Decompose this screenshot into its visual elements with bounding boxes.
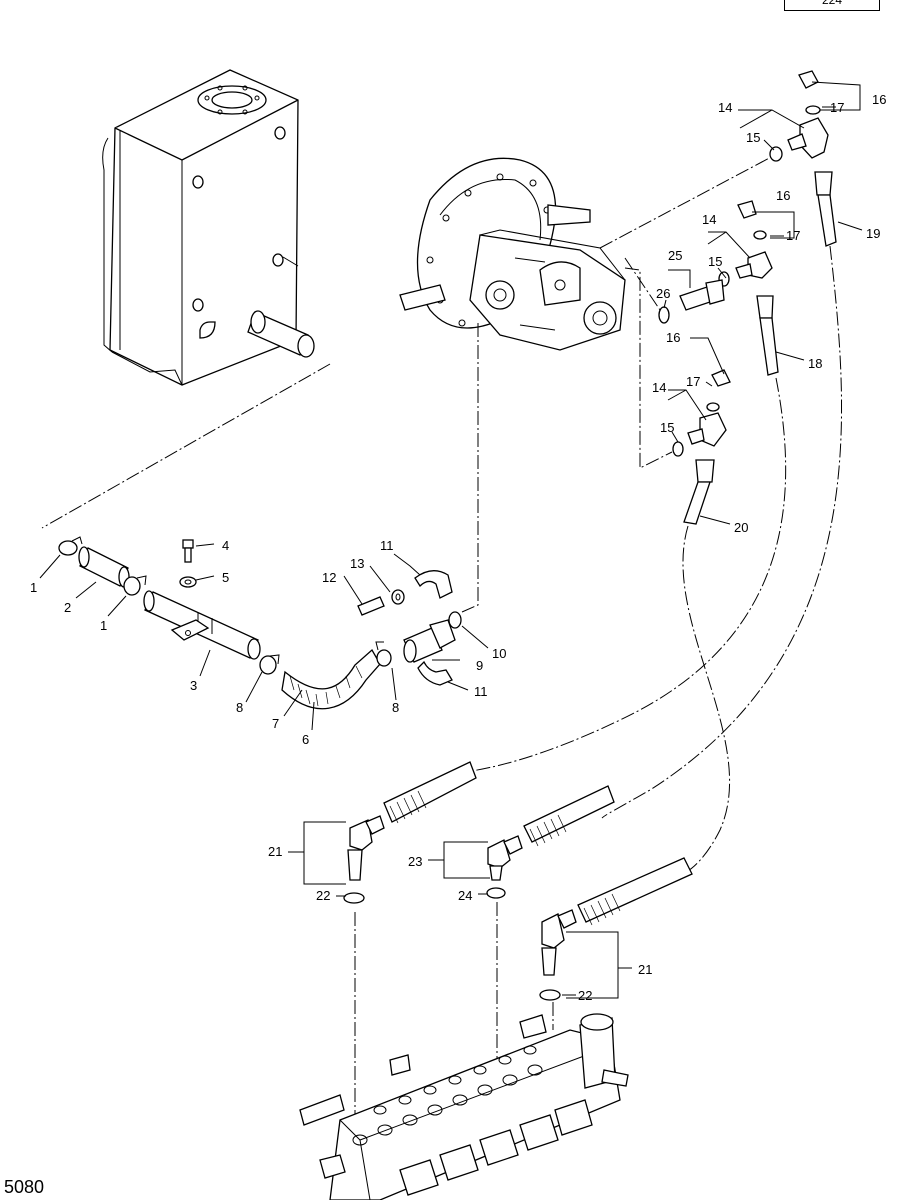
drawing-number: 5080 bbox=[4, 1177, 45, 1197]
label-part-21a: 21 bbox=[268, 844, 282, 859]
label-part-22a: 22 bbox=[316, 888, 330, 903]
suction-line-parts bbox=[58, 536, 462, 710]
label-part-7: 7 bbox=[272, 716, 279, 731]
label-part-21b: 21 bbox=[638, 962, 652, 977]
valve-hose-fittings bbox=[343, 761, 693, 1001]
control-valve bbox=[299, 1013, 629, 1200]
label-part-16a: 16 bbox=[872, 92, 886, 107]
label-part-12: 12 bbox=[322, 570, 336, 585]
page-reference-box: 224 bbox=[784, 0, 880, 11]
hydraulic-tank bbox=[102, 69, 315, 386]
label-part-20: 20 bbox=[734, 520, 748, 535]
label-part-22b: 22 bbox=[578, 988, 592, 1003]
label-part-14c: 14 bbox=[652, 380, 666, 395]
connection-lines bbox=[41, 154, 842, 1140]
label-part-17a: 17 bbox=[830, 100, 844, 115]
label-part-15c: 15 bbox=[660, 420, 674, 435]
label-part-18: 18 bbox=[808, 356, 822, 371]
label-part-8a: 8 bbox=[236, 700, 243, 715]
label-part-16b: 16 bbox=[776, 188, 790, 203]
label-part-14a: 14 bbox=[718, 100, 732, 115]
label-part-1a: 1 bbox=[30, 580, 37, 595]
label-part-17b: 17 bbox=[786, 228, 800, 243]
label-part-15a: 15 bbox=[746, 130, 760, 145]
label-part-10: 10 bbox=[492, 646, 506, 661]
label-part-4: 4 bbox=[222, 538, 229, 553]
label-part-23: 23 bbox=[408, 854, 422, 869]
label-part-13: 13 bbox=[350, 556, 364, 571]
label-part-2: 2 bbox=[64, 600, 71, 615]
label-part-25: 25 bbox=[668, 248, 682, 263]
label-part-8b: 8 bbox=[392, 700, 399, 715]
label-part-1b: 1 bbox=[100, 618, 107, 633]
label-part-9: 9 bbox=[476, 658, 483, 673]
label-part-26: 26 bbox=[656, 286, 670, 301]
hydraulic-pump bbox=[399, 157, 626, 351]
label-part-6: 6 bbox=[302, 732, 309, 747]
pump-fittings bbox=[658, 70, 837, 525]
label-part-24: 24 bbox=[458, 888, 472, 903]
label-part-5: 5 bbox=[222, 570, 229, 585]
leader-lines bbox=[39, 81, 863, 999]
label-part-16c: 16 bbox=[666, 330, 680, 345]
part-number-labels: 1 2 1 3 4 5 6 7 8 8 9 10 11 11 12 13 14 … bbox=[30, 92, 886, 1003]
label-part-11b: 11 bbox=[474, 684, 488, 699]
label-part-11a: 11 bbox=[380, 538, 394, 553]
label-part-15b: 15 bbox=[708, 254, 722, 269]
label-part-3: 3 bbox=[190, 678, 197, 693]
label-part-17c: 17 bbox=[686, 374, 700, 389]
label-part-14b: 14 bbox=[702, 212, 716, 227]
label-part-19: 19 bbox=[866, 226, 880, 241]
